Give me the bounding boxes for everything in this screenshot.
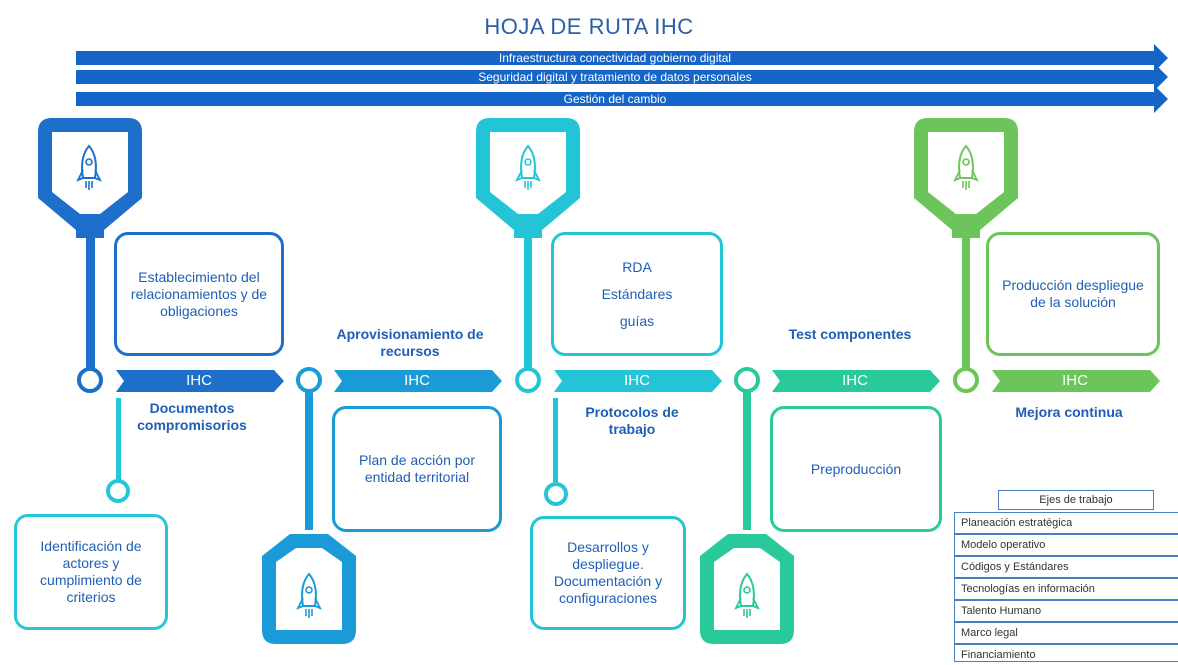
stage-3-box-line-2: Estándares: [601, 285, 673, 302]
legend-title: Ejes de trabajo: [998, 490, 1154, 510]
legend-item: Marco legal: [954, 622, 1178, 644]
chevron-label-2: IHC: [404, 372, 430, 389]
stage-5-graphics: [914, 118, 1160, 393]
stage-1-graphics: [38, 118, 284, 503]
stage-1-label: Documentos compromisorios: [137, 400, 247, 433]
band-arrow-2: [76, 63, 1168, 91]
band-label-1: Infraestructura conectividad gobierno di…: [498, 51, 732, 65]
legend-item: Tecnologías en información: [954, 578, 1178, 600]
band-label-3: Gestión del cambio: [563, 92, 667, 106]
stage-4-graphics: [700, 367, 940, 644]
band-label-2: Seguridad digital y tratamiento de datos…: [478, 70, 752, 84]
legend-item: Talento Humano: [954, 600, 1178, 622]
chevron-label-5: IHC: [1062, 372, 1088, 389]
chevron-label-3: IHC: [624, 372, 650, 389]
stage-2-graphics: [262, 367, 502, 644]
stage-1-sub-box: Identificación de actores y cumplimiento…: [14, 514, 168, 630]
stage-4-label: Test componentes: [788, 326, 912, 342]
stage-5-label: Mejora continua: [1015, 404, 1123, 420]
stage-1-box: Establecimiento del relacionamientos y d…: [114, 232, 284, 356]
stage-2-box: Plan de acción por entidad territorial: [332, 406, 502, 532]
legend-item: Códigos y Estándares: [954, 556, 1178, 578]
legend-item: Modelo operativo: [954, 534, 1178, 556]
stage-5-box: Producción despliegue de la solución: [986, 232, 1160, 356]
stage-2-label: Aprovisionamiento de recursos: [336, 326, 484, 359]
band-arrow-3: [76, 85, 1168, 113]
band-arrow-1: [76, 44, 1168, 72]
stage-3-box: RDA Estándares guías: [551, 232, 723, 356]
stage-3-box-line-3: guías: [619, 312, 655, 329]
legend-item: Financiamiento: [954, 644, 1178, 662]
stage-3-sub-box: Desarrollos y despliegue. Documentación …: [530, 516, 686, 630]
chevron-label-4: IHC: [842, 372, 868, 389]
stage-3-box-line-1: RDA: [622, 258, 652, 275]
stage-4-box: Preproducción: [770, 406, 942, 532]
stage-3-graphics: [476, 118, 722, 506]
chevron-label-1: IHC: [186, 372, 212, 389]
band-arrows: [76, 44, 1168, 113]
legend-item: Planeación estratégica: [954, 512, 1178, 534]
diagram-title: HOJA DE RUTA IHC: [484, 14, 694, 39]
stage-3-label: Protocolos de trabajo: [585, 404, 679, 437]
